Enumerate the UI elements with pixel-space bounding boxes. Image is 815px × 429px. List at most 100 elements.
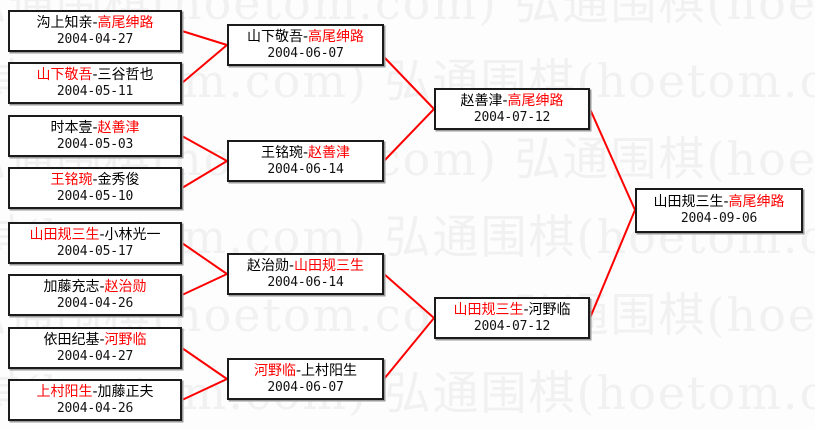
match-date: 2004-05-17: [56, 243, 134, 259]
player-separator: -: [92, 14, 98, 31]
connector-line: [181, 242, 228, 275]
match-date: 2004-06-07: [267, 379, 344, 395]
player-left: 加藤充志: [43, 278, 100, 295]
player-separator: -: [723, 194, 729, 211]
connector-line: [383, 317, 435, 380]
player-right: 高尾绅路: [97, 14, 154, 31]
match-date: 2004-09-06: [680, 211, 758, 227]
match-date: 2004-06-14: [267, 274, 344, 290]
match-date: 2004-05-03: [56, 136, 134, 152]
player-separator: -: [99, 331, 105, 348]
player-right: 山田规三生: [294, 257, 365, 274]
player-right: 三谷哲也: [97, 66, 154, 83]
player-right: 河野临: [528, 301, 571, 318]
player-right: 高尾绅路: [308, 28, 365, 45]
player-right: 赵善津: [308, 144, 351, 161]
player-separator: -: [502, 92, 508, 109]
player-left: 王铭琬: [50, 171, 93, 188]
match-date: 2004-04-27: [56, 31, 134, 47]
player-right: 上村阳生: [301, 362, 358, 379]
player-left: 沟上知亲: [36, 14, 93, 31]
player-left: 山田规三生: [653, 194, 724, 211]
match-players: 沟上知亲-高尾绅路: [36, 15, 153, 31]
player-separator: -: [295, 362, 302, 379]
connector-line: [181, 135, 228, 162]
player-right: 加藤正夫: [97, 383, 154, 400]
player-left: 河野临: [253, 362, 296, 379]
connector-line: [589, 108, 636, 211]
player-left: 赵善津: [460, 92, 503, 109]
match-date: 2004-07-12: [473, 318, 551, 334]
connector-line: [181, 44, 228, 84]
match-players: 河野临-上村阳生: [254, 363, 357, 379]
player-left: 王铭琬: [260, 144, 303, 161]
player-left: 山田规三生: [453, 301, 524, 318]
player-separator: -: [288, 257, 295, 274]
match-players: 赵治勋-山田规三生: [247, 258, 364, 274]
connector-line: [181, 378, 228, 401]
player-right: 河野临: [104, 331, 147, 348]
player-separator: -: [92, 171, 98, 188]
match-date: 2004-06-07: [267, 45, 344, 61]
player-right: 赵治勋: [104, 278, 147, 295]
player-left: 赵治勋: [246, 257, 289, 274]
player-right: 赵善津: [97, 119, 140, 136]
player-right: 高尾绅路: [728, 194, 785, 211]
connector-line: [181, 30, 228, 46]
player-right: 高尾绅路: [507, 92, 564, 109]
player-left: 山下敬吾: [36, 66, 93, 83]
player-separator: -: [99, 278, 105, 295]
player-separator: -: [92, 383, 98, 400]
match-players: 山下敬吾-高尾绅路: [247, 29, 364, 45]
match-players: 上村阳生-加藤正夫: [36, 384, 153, 400]
match-date: 2004-04-27: [56, 348, 134, 364]
match-players: 时本壹-赵善津: [50, 120, 139, 136]
connector-line: [181, 160, 228, 189]
player-left: 山田规三生: [29, 226, 100, 243]
player-left: 时本壹: [50, 119, 93, 136]
connector-line: [589, 209, 636, 319]
player-separator: -: [523, 301, 529, 318]
match-players: 王铭琬-金秀俊: [50, 172, 139, 188]
match-players: 山下敬吾-三谷哲也: [36, 67, 153, 83]
player-separator: -: [302, 144, 309, 161]
player-left: 依田纪基: [43, 331, 100, 348]
match-players: 山田规三生-小林光一: [29, 227, 160, 243]
player-separator: -: [99, 226, 105, 243]
player-separator: -: [302, 28, 309, 45]
match-date: 2004-05-10: [56, 188, 134, 204]
match-players: 依田纪基-河野临: [43, 332, 146, 348]
match-players: 山田规三生-高尾绅路: [653, 194, 784, 210]
connector-line: [383, 108, 435, 162]
match-players: 赵善津-高尾绅路: [460, 93, 563, 109]
connector-line: [181, 347, 228, 380]
connector-line: [383, 273, 435, 319]
match-date: 2004-06-14: [267, 161, 344, 177]
match-players: 王铭琬-赵善津: [261, 145, 350, 161]
player-separator: -: [92, 66, 98, 83]
connector-line: [181, 273, 228, 296]
player-separator: -: [92, 119, 98, 136]
connector-line: [383, 56, 435, 110]
match-players: 山田规三生-河野临: [453, 302, 570, 318]
player-right: 金秀俊: [97, 171, 140, 188]
player-left: 上村阳生: [36, 383, 93, 400]
match-date: 2004-05-11: [56, 83, 134, 99]
player-right: 小林光一: [104, 226, 161, 243]
